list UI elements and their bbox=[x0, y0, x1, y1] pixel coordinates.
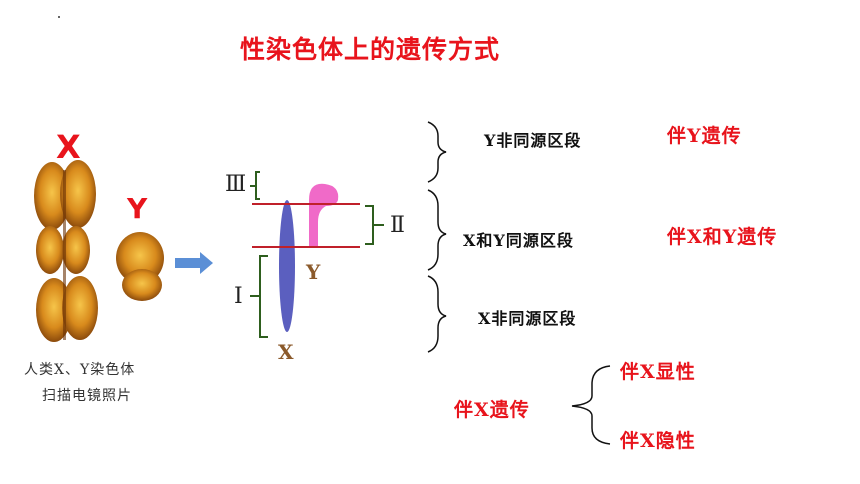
bracket-II bbox=[365, 205, 384, 245]
region-II-label: Ⅱ bbox=[390, 213, 405, 238]
schematic-y-label: Y bbox=[306, 260, 321, 284]
inheritance-y-linked: 伴Y遗传 bbox=[667, 125, 742, 147]
x-chromosome-shape bbox=[279, 200, 295, 332]
segment-label-x-nonhomologous: X非同源区段 bbox=[478, 309, 577, 328]
schematic-x-label: X bbox=[278, 340, 294, 364]
bracket-I bbox=[250, 255, 268, 338]
stray-dot bbox=[58, 16, 60, 18]
photo-x-label: X bbox=[56, 128, 81, 166]
segment-label-y-nonhomologous: Y非同源区段 bbox=[484, 131, 582, 150]
y-chromosome-photo bbox=[116, 232, 164, 301]
brace-segment-2 bbox=[427, 189, 447, 271]
x-linked-root: 伴X遗传 bbox=[454, 399, 530, 421]
region-III-label: Ⅲ bbox=[225, 172, 247, 197]
photo-y-label: Y bbox=[127, 192, 148, 225]
y-chromosome-shape bbox=[309, 183, 339, 246]
x-linked-dominant: 伴X显性 bbox=[620, 361, 696, 383]
segment-label-xy-homologous: X和Y同源区段 bbox=[463, 231, 574, 250]
bracket-III bbox=[250, 171, 260, 200]
right-arrow-icon bbox=[175, 252, 213, 274]
x-linked-recessive: 伴X隐性 bbox=[620, 430, 696, 452]
region-I-label: Ⅰ bbox=[234, 284, 243, 309]
x-chromosome-photo bbox=[34, 160, 98, 342]
inheritance-xy-linked: 伴X和Y遗传 bbox=[667, 226, 778, 248]
brace-x-linked bbox=[571, 365, 611, 445]
page-title: 性染色体上的遗传方式 bbox=[240, 35, 501, 64]
brace-segment-3 bbox=[427, 275, 447, 353]
brace-segment-1 bbox=[427, 121, 447, 183]
photo-caption-line1: 人类X、Y染色体 bbox=[24, 362, 136, 378]
photo-caption-line2: 扫描电镜照片 bbox=[42, 388, 132, 404]
